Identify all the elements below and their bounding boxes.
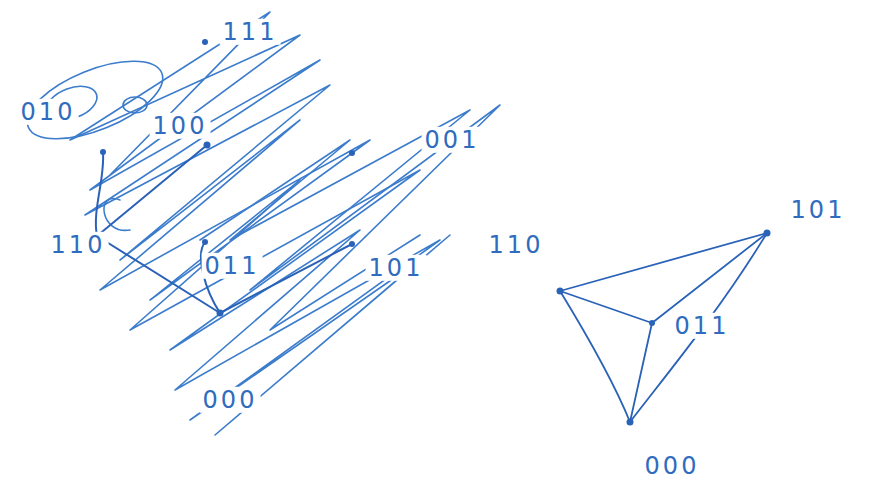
vertex-label: 000 — [200, 387, 261, 413]
vertex-label: 001 — [422, 127, 483, 153]
vertex-dot — [202, 39, 208, 45]
graph-edge — [630, 323, 652, 422]
vertex-label: 110 — [486, 232, 547, 258]
vertex-dot — [649, 320, 655, 326]
cube-edge — [97, 145, 207, 236]
graph-edge — [652, 233, 767, 323]
vertex-label: 110 — [48, 232, 109, 258]
graph-edge — [560, 291, 652, 323]
vertex-dot — [349, 241, 355, 247]
vertex-label: 010 — [18, 99, 79, 125]
graph-edge — [560, 291, 630, 422]
vertex-dot — [627, 419, 634, 426]
vertex-label: 100 — [150, 113, 211, 139]
vertex-label: 000 — [642, 453, 703, 479]
vertex-dot — [557, 288, 564, 295]
cube-edge — [96, 152, 103, 236]
vertex-label: 011 — [672, 313, 733, 339]
graph-edge — [630, 233, 767, 422]
scribble — [200, 105, 500, 330]
vertex-dot — [764, 230, 771, 237]
vertex-dot — [204, 142, 211, 149]
vertex-dot — [217, 310, 224, 317]
vertex-dot — [202, 239, 208, 245]
loop — [123, 97, 147, 113]
vertex-dot — [349, 150, 355, 156]
vertex-label: 011 — [202, 253, 263, 279]
vertex-dot — [100, 149, 106, 155]
vertex-label: 111 — [220, 19, 281, 45]
vertex-label: 101 — [366, 255, 427, 281]
vertex-label: 101 — [788, 197, 849, 223]
loop — [104, 199, 130, 231]
